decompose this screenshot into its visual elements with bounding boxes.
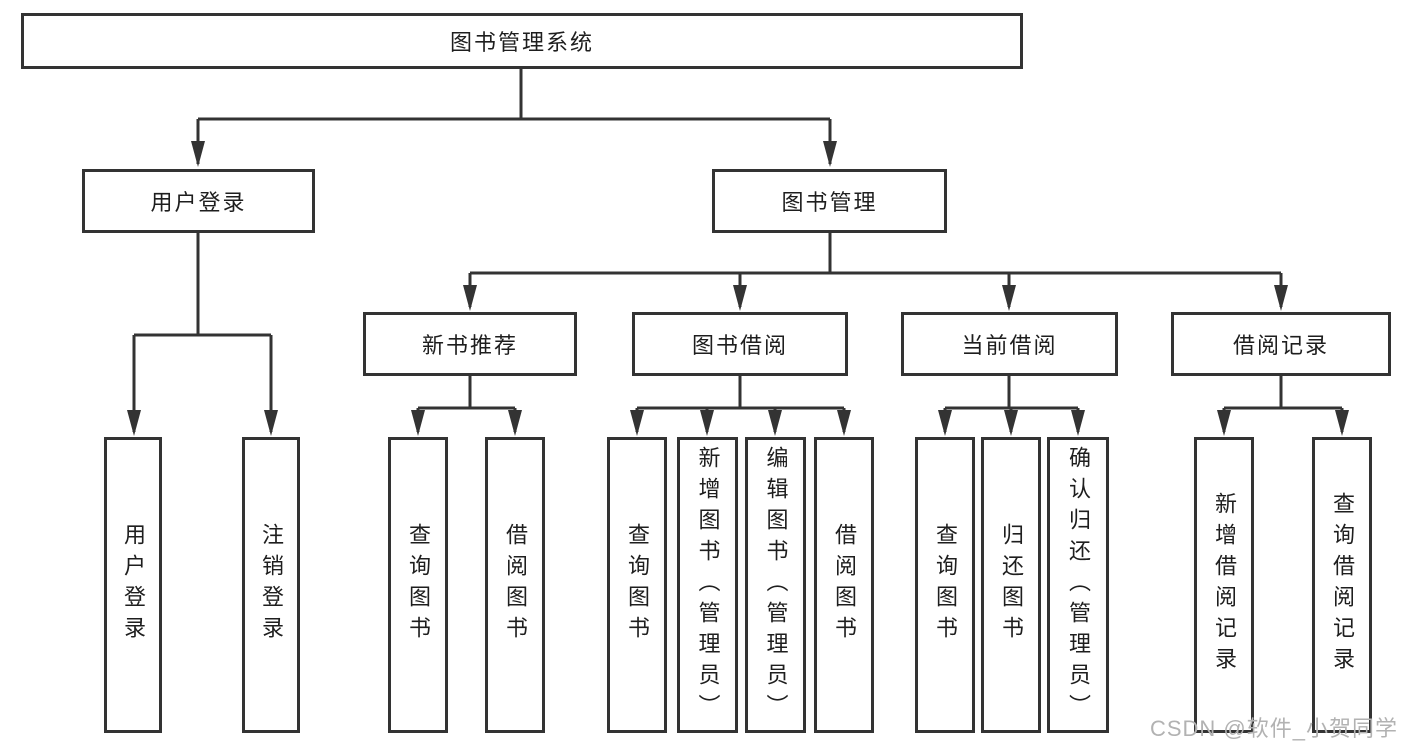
node-library-management-system: 图书管理系统: [21, 13, 1023, 69]
leaf-query-borrow-record: 查询借阅记录: [1312, 437, 1372, 733]
leaf-logout: 注销登录: [242, 437, 300, 733]
node-label: 用户登录: [121, 523, 146, 647]
leaf-confirm-return-admin: 确认归还（管理员）: [1047, 437, 1109, 733]
leaf-edit-books-admin: 编辑图书（管理员）: [745, 437, 806, 733]
node-label: 查询图书: [406, 523, 431, 647]
node-label: 借阅图书: [832, 523, 857, 647]
node-label: 新增图书（管理员）: [695, 445, 721, 725]
leaf-add-borrow-record: 新增借阅记录: [1194, 437, 1254, 733]
node-label: 图书管理系统: [449, 30, 594, 55]
leaf-return-books: 归还图书: [981, 437, 1041, 733]
node-label: 新书推荐: [421, 333, 518, 358]
node-user-login: 用户登录: [82, 169, 315, 233]
leaf-query-books-current: 查询图书: [915, 437, 975, 733]
leaf-query-books-recommend: 查询图书: [388, 437, 448, 733]
node-label: 查询图书: [625, 523, 650, 647]
leaf-borrow-books: 借阅图书: [814, 437, 874, 733]
leaf-query-books-borrow: 查询图书: [607, 437, 667, 733]
node-book-management: 图书管理: [712, 169, 947, 233]
node-label: 编辑图书（管理员）: [763, 445, 789, 725]
node-label: 查询借阅记录: [1330, 492, 1355, 678]
node-label: 借阅记录: [1232, 333, 1329, 358]
node-label: 借阅图书: [503, 523, 528, 647]
node-label: 当前借阅: [961, 333, 1058, 358]
leaf-borrow-books-recommend: 借阅图书: [485, 437, 545, 733]
node-label: 查询图书: [933, 523, 958, 647]
node-label: 用户登录: [150, 190, 247, 215]
node-label: 确认归还（管理员）: [1066, 445, 1091, 725]
node-label: 图书管理: [781, 190, 878, 215]
node-label: 归还图书: [999, 523, 1024, 647]
node-new-book-recommend: 新书推荐: [363, 312, 577, 376]
node-borrow-records: 借阅记录: [1171, 312, 1391, 376]
csdn-watermark: CSDN @软件_小贺同学: [1149, 716, 1398, 741]
leaf-add-books-admin: 新增图书（管理员）: [677, 437, 738, 733]
node-current-borrow: 当前借阅: [901, 312, 1118, 376]
node-label: 注销登录: [259, 523, 284, 647]
node-label: 图书借阅: [691, 333, 788, 358]
node-label: 新增借阅记录: [1212, 492, 1237, 678]
node-book-borrow: 图书借阅: [632, 312, 848, 376]
leaf-user-login: 用户登录: [104, 437, 162, 733]
